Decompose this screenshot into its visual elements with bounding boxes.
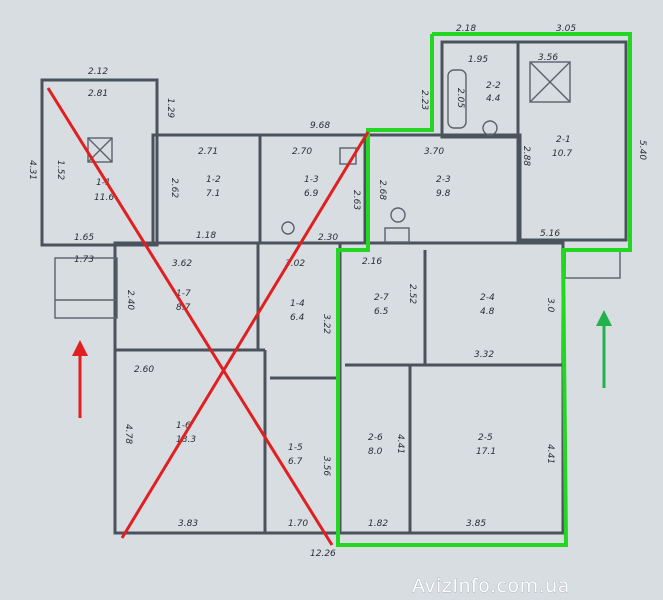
dim-bottom-2: 1.70	[288, 519, 308, 529]
dim-top-left-width: 2.12	[88, 67, 108, 77]
room-2-1-id: 2-1	[556, 135, 571, 145]
dim-room-1-2-w: 2.71	[198, 147, 218, 157]
dim-green-left-h: 2.23	[419, 90, 429, 110]
room-2-4-id: 2-4	[480, 293, 495, 303]
room-2-3-area: 9.8	[436, 189, 451, 199]
room-2-6-area: 8.0	[368, 447, 383, 457]
room-1-6-id: 1-6	[176, 421, 191, 431]
room-2-2-id: 2-2	[486, 81, 501, 91]
wc-diag-2	[529, 61, 571, 103]
dim-room-2-5-h: 4.41	[545, 444, 555, 464]
wall-room-2-1	[516, 40, 628, 242]
dim-upper-total: 9.68	[310, 121, 330, 131]
room-2-1-area: 10.7	[552, 149, 572, 159]
dim-hall-a: 2.60	[134, 365, 154, 375]
dim-corridor-left-b: 1.73	[74, 255, 94, 265]
room-1-4-id: 1-4	[290, 299, 305, 309]
room-2-5-area: 17.1	[476, 447, 496, 457]
room-1-1-id: 1-1	[96, 178, 111, 188]
dim-upper-right-2: 5.16	[540, 229, 560, 239]
dim-room-1-3-w: 2.70	[292, 147, 312, 157]
room-1-2-id: 1-2	[206, 175, 221, 185]
red-cross-line-1	[46, 87, 334, 546]
room-1-3-id: 1-3	[304, 175, 319, 185]
room-1-7-id: 1-7	[176, 289, 191, 299]
dim-hall-h: 1.18	[196, 231, 216, 241]
dim-bottom-total: 12.26	[310, 549, 336, 559]
fixture-1-3	[281, 221, 295, 235]
bathtub	[447, 69, 467, 129]
entrance-arrow-red	[72, 340, 88, 418]
room-2-2-area: 4.4	[486, 94, 501, 104]
dim-bottom-3: 1.82	[368, 519, 388, 529]
dim-bottom-1: 3.83	[178, 519, 198, 529]
green-outline	[336, 32, 632, 547]
dim-corridor-left: 1.65	[74, 233, 94, 243]
watermark: AvizInfo.com.ua	[412, 575, 570, 597]
stove-2-3	[384, 227, 410, 243]
dim-mid-width-right: 3.32	[474, 350, 494, 360]
room-2-7-area: 6.5	[374, 307, 389, 317]
dim-green-bath-w: 1.95	[468, 55, 488, 65]
room-2-6-id: 2-6	[368, 433, 383, 443]
room-1-1-area: 11.6	[94, 193, 114, 203]
toilet-fixture	[482, 120, 498, 136]
green-arrow-head	[596, 310, 612, 326]
sink-fixture	[390, 207, 406, 223]
dim-green-top-a: 2.18	[456, 24, 476, 34]
room-1-4-area: 6.4	[290, 313, 305, 323]
dim-left-height: 4.31	[27, 160, 37, 180]
dim-green-wc-w: 3.56	[538, 53, 558, 63]
dim-right-small-1: 1.29	[165, 98, 175, 118]
dim-upper-mid-3: 3.02	[285, 259, 305, 269]
dimension-labels: 2.12 2.81 4.31 1.52 1.29 9.68 2.18 3.05 …	[27, 24, 647, 559]
room-1-5-area: 6.7	[288, 457, 303, 467]
dim-upper-mid-1: 2.30	[318, 233, 338, 243]
dim-upper-right-1: 2.16	[362, 257, 382, 267]
wc-stall	[529, 61, 571, 103]
entrance-arrow-green	[596, 310, 612, 388]
room-1-6-area: 18.3	[176, 435, 196, 445]
dim-room-1-5-h: 3.56	[321, 456, 331, 476]
dim-room-1-3-h: 2.63	[351, 190, 361, 210]
red-arrow-head	[72, 340, 88, 356]
room-2-3-id: 2-3	[436, 175, 451, 185]
room-1-3-area: 6.9	[304, 189, 319, 199]
dim-top-left-inner: 2.81	[88, 89, 108, 99]
dim-room-2-3-h: 2.68	[377, 180, 387, 200]
room-2-7-id: 2-7	[374, 293, 389, 303]
porch-left	[54, 257, 118, 319]
room-1-5-id: 1-5	[288, 443, 303, 453]
room-1-2-area: 7.1	[206, 189, 220, 199]
dim-room-2-3-w: 3.70	[424, 147, 444, 157]
room-2-5-id: 2-5	[478, 433, 493, 443]
dim-left-small-h: 2.40	[125, 290, 135, 310]
dim-left-lower-h: 4.78	[123, 424, 133, 444]
dim-room-2-4-h: 3.0	[545, 298, 555, 313]
wall-room-1-1	[40, 78, 159, 247]
dim-left-inner-height: 1.52	[55, 160, 65, 180]
dim-right-height: 5.40	[637, 140, 647, 160]
dim-green-top-b: 3.05	[556, 24, 576, 34]
red-cross-line-2	[120, 131, 370, 539]
dim-room-1-2-h: 2.62	[169, 178, 179, 198]
dim-room-2-3-side: 2.88	[521, 146, 531, 166]
dim-room-2-6-h: 4.41	[395, 434, 405, 454]
dim-green-bath-h: 2.05	[455, 88, 465, 108]
dim-room-1-4-h: 3.22	[321, 314, 331, 334]
room-2-4-area: 4.8	[480, 307, 495, 317]
dim-upper-mid-2: 3.62	[172, 259, 192, 269]
dim-room-2-7-h: 2.52	[407, 284, 417, 304]
dim-bottom-4: 3.85	[466, 519, 486, 529]
